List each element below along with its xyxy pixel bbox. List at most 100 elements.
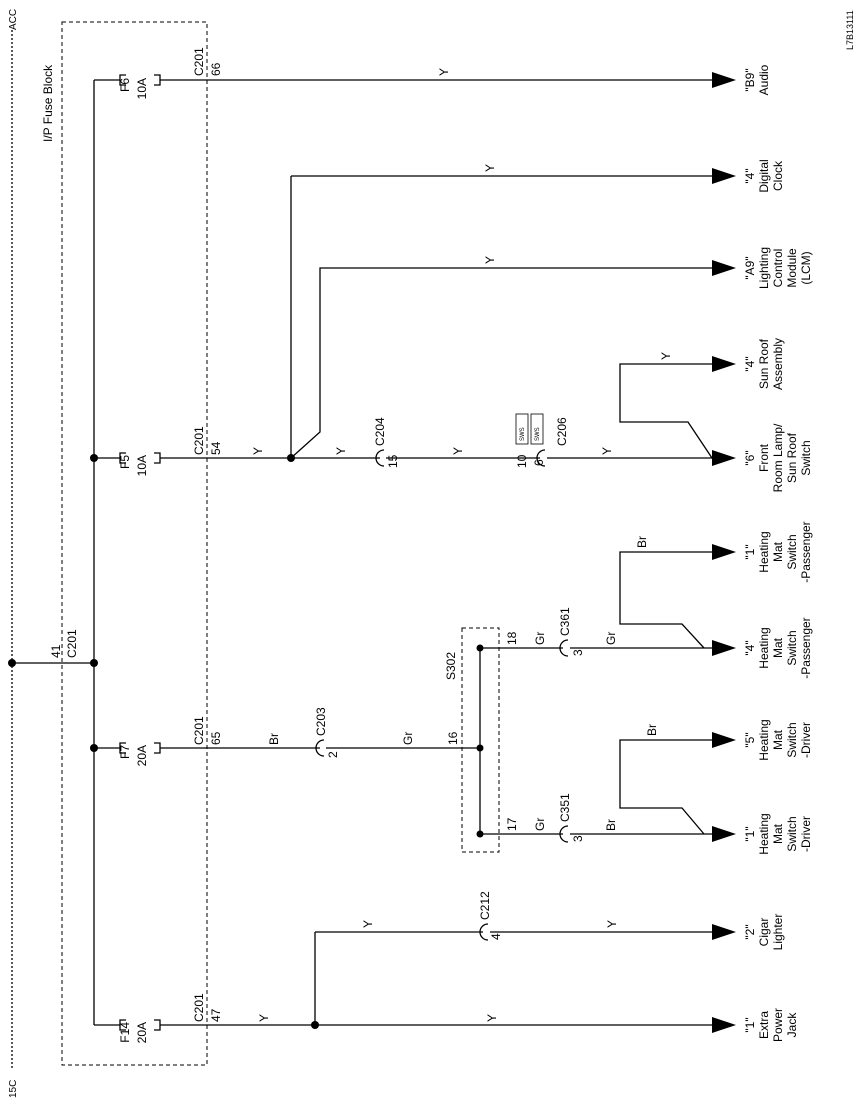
dest-hm-pass-4-pin: "4" (743, 640, 757, 655)
wire-color-c204-out: Y (451, 447, 465, 455)
fuse-f5-rating: 10A (135, 455, 149, 476)
wire-color-s302-18: Gr (533, 632, 547, 645)
dest-roomlamp-line2: Room Lamp/ (771, 423, 785, 492)
dest-hm-drv-5-line3: Switch (785, 722, 799, 757)
arrow-hm-drv-5 (712, 732, 736, 748)
svg-text:SWS: SWS (535, 427, 541, 441)
fuse-f6-rating: 10A (135, 78, 149, 99)
svg-text:SWS: SWS (520, 427, 526, 441)
dest-hm-drv-1-pin: "1" (743, 826, 757, 841)
wire-color-sunroof: Y (659, 352, 673, 360)
dest-cigar-line2: Lighter (771, 914, 785, 951)
wire-color-s302-17: Gr (533, 818, 547, 831)
fuse-f7-connector: C201 (192, 716, 206, 745)
fuse-block-label: I/P Fuse Block (41, 64, 55, 142)
connector-c212 (479, 923, 489, 941)
connector-c206-pin-out: 6 (532, 459, 546, 466)
wire-color-f5-out: Y (251, 447, 265, 455)
dest-hm-pass-1-line4: -Passenger (799, 521, 813, 582)
dest-hm-pass-1: "1" Heating Mat Switch -Passenger (743, 521, 813, 582)
dest-hm-pass-1-line3: Switch (785, 534, 799, 569)
fuse-f6-pin: 66 (209, 62, 223, 76)
s302-pin-16: 16 (446, 731, 460, 745)
fuse-f14: F14 20A C201 47 Y (94, 993, 712, 1043)
wire-color-audio: Y (437, 68, 451, 76)
fuse-block-outline (61, 21, 208, 1066)
wire-color-c204-in: Y (334, 447, 348, 455)
wire-color-f7-out: Br (267, 733, 281, 745)
bus-tap-pin: 41 (49, 644, 63, 658)
arrow-hm-pass-1 (712, 544, 736, 560)
fuse-f7-rating: 20A (135, 745, 149, 766)
fuse-f6-name: F6 (118, 78, 132, 92)
c206-tag-out: SWS (530, 413, 544, 445)
dest-cigar: "2" Cigar Lighter (743, 914, 785, 951)
fuse-f5: F5 10A C201 54 Y (94, 426, 380, 476)
arrow-extra (712, 1017, 736, 1033)
dest-clock: "4" Digital Clock (743, 159, 785, 192)
connector-c361-pin: 3 (571, 649, 585, 656)
dest-cigar-pin: "2" (743, 924, 757, 939)
dest-sunroof-pin: "4" (743, 356, 757, 371)
fuse-f6-connector: C201 (192, 47, 206, 76)
arrow-lcm (712, 260, 736, 276)
wire-color-lcm: Y (483, 256, 497, 264)
connector-c351-pin: 3 (571, 835, 585, 842)
wire-color-c212-in: Y (361, 920, 375, 928)
arrow-cigar (712, 924, 736, 940)
connector-c206-name: C206 (555, 417, 569, 446)
connector-c212-name: C212 (478, 891, 492, 920)
dest-roomlamp: "6" Front Room Lamp/ Sun Roof Switch (743, 423, 813, 492)
wire-color-c203-out: Gr (401, 732, 415, 745)
wire-color-hm-pass: Br (635, 536, 649, 548)
dest-hm-drv-5: "5" Heating Mat Switch -Driver (743, 719, 813, 760)
s302-pin-17: 17 (505, 817, 519, 831)
bus-tap-splice (8, 659, 16, 667)
dest-lcm-line3: Module (785, 248, 799, 288)
dest-roomlamp-line4: Switch (799, 440, 813, 475)
splice-s302-name: S302 (444, 652, 458, 680)
dest-extra-pin: "1" (743, 1017, 757, 1032)
dest-hm-pass-4-line4: -Passenger (799, 617, 813, 678)
drawing-id: L7B13111 (845, 10, 855, 50)
dest-clock-line2: Clock (771, 160, 785, 191)
dest-hm-pass-4: "4" Heating Mat Switch -Passenger (743, 617, 813, 678)
dest-hm-pass-1-line2: Mat (771, 541, 785, 562)
connector-c212-pin: 4 (489, 933, 503, 940)
arrow-roomlamp (712, 450, 736, 466)
dest-hm-drv-1-line2: Mat (771, 823, 785, 844)
wire-color-c361-out: Gr (604, 632, 618, 645)
dest-audio-line1: Audio (757, 64, 771, 95)
dest-roomlamp-line1: Front (757, 443, 771, 472)
arrow-clock (712, 168, 736, 184)
fuse-f6: F6 10A C201 66 Y (94, 47, 712, 99)
connector-c351-name: C351 (558, 793, 572, 822)
splice-s302-outline (461, 627, 500, 853)
acc-bus-label: ACC (8, 9, 19, 30)
wire-color-clock: Y (483, 164, 497, 172)
feed-splice-tap (90, 659, 98, 667)
fuse-f7-pin: 65 (209, 731, 223, 745)
wire-color-c351-out: Br (604, 819, 618, 831)
dest-extra: "1" Extra Power Jack (743, 1008, 799, 1042)
arrow-hm-pass-4 (712, 640, 736, 656)
arrow-hm-drv-1 (712, 826, 736, 842)
dest-roomlamp-line3: Sun Roof (785, 432, 799, 483)
dest-lcm: "A9" Lighting Control Module (LCM) (743, 247, 813, 289)
wire-color-c206-out: Y (600, 447, 614, 455)
fuse-f7-name: F7 (118, 745, 132, 759)
s302-node-16 (476, 744, 484, 752)
c206-tag-in: SWS (515, 413, 529, 445)
dest-sunroof: "4" Sun Roof Assembly (743, 338, 785, 390)
dest-sunroof-line2: Assembly (771, 338, 785, 390)
dest-hm-pass-4-line3: Switch (785, 630, 799, 665)
dest-cigar-line1: Cigar (757, 918, 771, 947)
dest-hm-drv-5-pin: "5" (743, 732, 757, 747)
bus-tap-connector: C201 (65, 629, 79, 658)
arrowheads (712, 72, 736, 1033)
arrow-sunroof (712, 356, 736, 372)
dest-extra-line2: Power (771, 1008, 785, 1042)
dest-hm-drv-1-line1: Heating (757, 813, 771, 854)
dest-clock-pin: "4" (743, 168, 757, 183)
fuse-f14-name: F14 (118, 1022, 132, 1043)
